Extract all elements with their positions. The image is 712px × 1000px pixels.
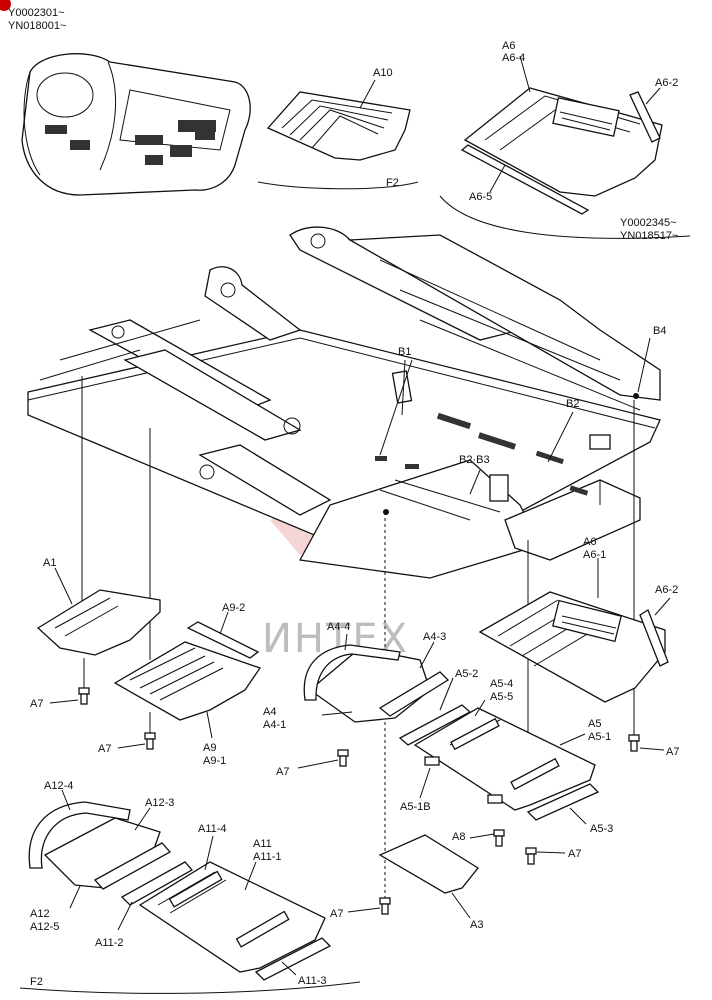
label-a7-5: A7 xyxy=(568,848,581,860)
serial-top-right-1: Y0002345~ xyxy=(620,217,677,229)
serial-top-left-1: Y0002301~ xyxy=(8,7,65,19)
label-a5-5: A5-5 xyxy=(490,691,513,703)
bolt-a7-3 xyxy=(297,749,349,769)
label-a8: A8 xyxy=(452,831,465,843)
label-a3: A3 xyxy=(470,919,483,931)
bolt-a7-2 xyxy=(117,732,156,750)
label-a4-3: A4-3 xyxy=(423,631,446,643)
label-a7-4: A7 xyxy=(666,746,679,758)
label-a10: A10 xyxy=(373,67,393,79)
label-a6-5: A6-5 xyxy=(469,191,492,203)
label-a5-2: A5-2 xyxy=(455,668,478,680)
label-a6-2: A6-2 xyxy=(655,584,678,596)
label-a7-1: A7 xyxy=(30,698,43,710)
part-a4 xyxy=(303,633,450,723)
label-a6-top: A6 xyxy=(502,40,515,52)
label-a11: A11 xyxy=(253,838,272,850)
label-a11-3: A11-3 xyxy=(298,975,327,987)
label-a9-1: A9-1 xyxy=(203,755,226,767)
label-a4-1: A4-1 xyxy=(263,719,286,731)
label-b4: B4 xyxy=(653,325,666,337)
bolt-a7-1 xyxy=(49,687,90,705)
label-a1: A1 xyxy=(43,557,56,569)
inset-a6 xyxy=(439,55,691,239)
part-a11 xyxy=(19,835,361,994)
label-a11-2: A11-2 xyxy=(95,937,124,949)
label-a5-1: A5-1 xyxy=(588,731,611,743)
label-a11-1: A11-1 xyxy=(253,851,282,863)
part-a9 xyxy=(113,611,262,739)
label-a6-4: A6-4 xyxy=(502,52,525,64)
label-a5-4: A5-4 xyxy=(490,678,513,690)
part-a12 xyxy=(28,789,172,909)
part-a5 xyxy=(398,677,600,825)
label-a4: A4 xyxy=(263,706,276,718)
main-frame xyxy=(27,226,661,579)
part-a6 xyxy=(478,558,671,703)
label-a7-3: A7 xyxy=(276,766,289,778)
label-a12-3: A12-3 xyxy=(145,797,174,809)
corner-mark xyxy=(0,0,11,11)
part-a3 xyxy=(378,834,479,919)
label-a12: A12 xyxy=(30,908,50,920)
label-a6-2-top: A6-2 xyxy=(655,77,678,89)
label-a11-4: A11-4 xyxy=(198,823,227,835)
serial-top-right-2: YN018517~ xyxy=(620,230,678,242)
label-a5-3: A5-3 xyxy=(590,823,613,835)
bolt-a7-5 xyxy=(525,847,566,865)
label-a7-6: A7 xyxy=(330,908,343,920)
label-b2: B2 xyxy=(566,398,579,410)
label-a5-1b: A5-1B xyxy=(400,801,431,813)
label-f2-top: F2 xyxy=(386,177,399,189)
machine-overview-inset xyxy=(21,53,251,196)
label-a9-2: A9-2 xyxy=(222,602,245,614)
label-a4-4: A4-4 xyxy=(327,621,350,633)
label-b1: B1 xyxy=(398,346,411,358)
label-a9: A9 xyxy=(203,742,216,754)
label-a6: A6 xyxy=(583,536,596,548)
label-f2-bottom: F2 xyxy=(30,976,43,988)
serial-top-left-2: YN018001~ xyxy=(8,20,66,32)
label-a7-2: A7 xyxy=(98,743,111,755)
label-a5: A5 xyxy=(588,718,601,730)
label-a12-4: A12-4 xyxy=(44,780,73,792)
bolt-a7-6 xyxy=(347,897,391,915)
inset-a10 xyxy=(257,79,419,190)
label-b2b3: B2·B3 xyxy=(459,454,490,466)
bolt-a8 xyxy=(469,829,505,847)
part-a1 xyxy=(36,567,161,656)
bolt-a7-4 xyxy=(628,734,665,752)
label-a6-1: A6-1 xyxy=(583,549,606,561)
label-a12-5: A12-5 xyxy=(30,921,59,933)
